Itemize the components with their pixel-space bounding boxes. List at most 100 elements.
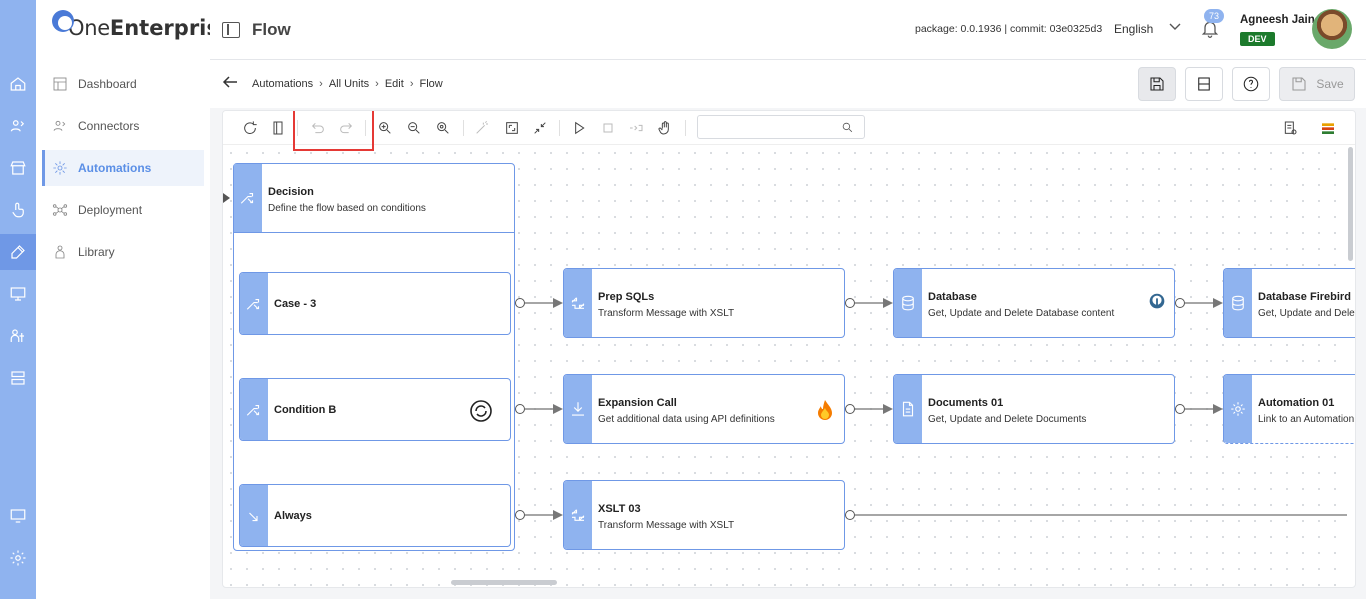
- storage-icon[interactable]: [6, 366, 30, 390]
- brand-logo[interactable]: One Enterprise: [52, 8, 233, 48]
- store-icon[interactable]: [6, 156, 30, 180]
- node-band: [564, 375, 592, 443]
- users-icon[interactable]: [6, 114, 30, 138]
- output-port[interactable]: [515, 298, 525, 308]
- save-draft-button[interactable]: [1138, 67, 1176, 101]
- save-icon: [1292, 77, 1306, 91]
- step-icon[interactable]: [627, 119, 645, 137]
- breadcrumb-item[interactable]: Edit: [384, 78, 404, 90]
- log-view-icon[interactable]: [1281, 119, 1299, 137]
- breadcrumb-item: Flow: [419, 78, 443, 90]
- output-port[interactable]: [845, 404, 855, 414]
- zoom-in-icon[interactable]: [376, 119, 394, 137]
- node-database[interactable]: Database Get, Update and Delete Database…: [893, 268, 1175, 338]
- save-button[interactable]: Save: [1279, 67, 1355, 101]
- language-select[interactable]: English: [1114, 22, 1154, 36]
- breadcrumb-item[interactable]: All Units: [328, 78, 370, 90]
- firebase-icon: [818, 400, 832, 420]
- node-automation-01[interactable]: Automation 01 Link to an Automation: [1223, 374, 1355, 444]
- sidebar-item-label: Dashboard: [78, 77, 137, 91]
- people-icon[interactable]: [6, 324, 30, 348]
- collapse-icon[interactable]: [531, 119, 549, 137]
- document-icon[interactable]: [269, 119, 287, 137]
- expand-icon[interactable]: [503, 119, 521, 137]
- env-badge: DEV: [1240, 32, 1275, 46]
- hand-icon[interactable]: [656, 119, 674, 137]
- output-port[interactable]: [845, 510, 855, 520]
- play-icon[interactable]: [570, 119, 588, 137]
- refresh-icon[interactable]: [241, 119, 259, 137]
- deployment-icon: [52, 204, 68, 216]
- output-port[interactable]: [515, 510, 525, 520]
- top-header: Flow package: 0.0.1936 | commit: 03e0325…: [210, 0, 1366, 60]
- sidebar-item-library[interactable]: Library: [42, 234, 204, 270]
- node-xslt-03[interactable]: XSLT 03 Transform Message with XSLT: [563, 480, 845, 550]
- magic-wand-icon[interactable]: [473, 119, 491, 137]
- sidebar-item-connectors[interactable]: Connectors: [42, 108, 204, 144]
- help-button[interactable]: [1232, 67, 1270, 101]
- connectors-icon: [53, 120, 66, 131]
- database-icon: [902, 295, 914, 311]
- home-icon[interactable]: [6, 72, 30, 96]
- split-icon: [246, 298, 260, 310]
- sidebar-item-dashboard[interactable]: Dashboard: [42, 66, 204, 102]
- sub-header: Automations› All Units› Edit› Flow Save: [210, 60, 1366, 108]
- vertical-scrollbar[interactable]: [1348, 147, 1353, 261]
- case-title: Case - 3: [274, 298, 317, 310]
- node-database-firebird[interactable]: Database Firebird Get, Update and Delete…: [1223, 268, 1355, 338]
- horizontal-scrollbar[interactable]: [451, 580, 557, 585]
- transform-icon: [571, 509, 585, 521]
- node-expansion-call[interactable]: Expansion Call Get additional data using…: [563, 374, 845, 444]
- node-description: Get, Update and Delete Database content: [1258, 308, 1355, 319]
- database-icon: [1232, 295, 1244, 311]
- output-port[interactable]: [1175, 298, 1185, 308]
- node-description: Link to an Automation: [1258, 414, 1355, 425]
- sidebar-item-label: Deployment: [78, 203, 143, 217]
- output-port[interactable]: [1175, 404, 1185, 414]
- avatar[interactable]: [1312, 9, 1352, 49]
- touch-icon[interactable]: [6, 198, 30, 222]
- dashboard-icon: [53, 77, 67, 91]
- monitor-icon[interactable]: [6, 282, 30, 306]
- node-description: Transform Message with XSLT: [598, 308, 735, 319]
- zoom-fit-icon[interactable]: [434, 119, 452, 137]
- sidebar-item-label: Automations: [78, 161, 152, 175]
- undo-icon[interactable]: [309, 119, 327, 137]
- color-layers-icon[interactable]: [1319, 119, 1337, 137]
- bell-icon[interactable]: [1200, 18, 1220, 40]
- breadcrumb-separator: ›: [375, 78, 379, 90]
- flow-canvas: Decision Define the flow based on condit…: [222, 110, 1356, 588]
- breadcrumb-item[interactable]: Automations: [252, 78, 314, 90]
- node-documents-01[interactable]: Documents 01 Get, Update and Delete Docu…: [893, 374, 1175, 444]
- case-node[interactable]: Case - 3: [239, 272, 511, 335]
- case-node[interactable]: Condition B: [239, 378, 511, 441]
- loop-icon[interactable]: [469, 399, 493, 423]
- automation-tools-icon[interactable]: [0, 234, 36, 270]
- arrow-down-right-icon: [249, 512, 258, 521]
- layout-button[interactable]: [1185, 67, 1223, 101]
- decision-band: [234, 164, 262, 232]
- settings-icon[interactable]: [6, 546, 30, 570]
- output-port[interactable]: [515, 404, 525, 414]
- sidebar-toggle-icon[interactable]: [222, 22, 240, 38]
- node-prep-sqls[interactable]: Prep SQLs Transform Message with XSLT: [563, 268, 845, 338]
- output-port[interactable]: [845, 298, 855, 308]
- user-name[interactable]: Agneesh Jain: [1240, 14, 1315, 26]
- save-draft-icon: [1150, 77, 1164, 91]
- desktop-icon[interactable]: [6, 504, 30, 528]
- node-description: Get, Update and Delete Database content: [928, 308, 1115, 319]
- logo-mark-icon: [52, 10, 74, 32]
- stop-icon[interactable]: [599, 119, 617, 137]
- brand-name-part1: One: [68, 16, 110, 40]
- case-node[interactable]: Always: [239, 484, 511, 547]
- sidebar-item-automations[interactable]: Automations: [42, 150, 204, 186]
- notification-badge: 73: [1204, 9, 1224, 23]
- chevron-down-icon[interactable]: [1169, 20, 1181, 34]
- redo-icon[interactable]: [337, 119, 355, 137]
- search-input[interactable]: [697, 115, 865, 139]
- node-description: Get additional data using API definition…: [598, 414, 775, 425]
- zoom-out-icon[interactable]: [405, 119, 423, 137]
- back-arrow-icon[interactable]: [222, 75, 238, 94]
- sidebar-item-deployment[interactable]: Deployment: [42, 192, 204, 228]
- save-button-label: Save: [1316, 77, 1344, 91]
